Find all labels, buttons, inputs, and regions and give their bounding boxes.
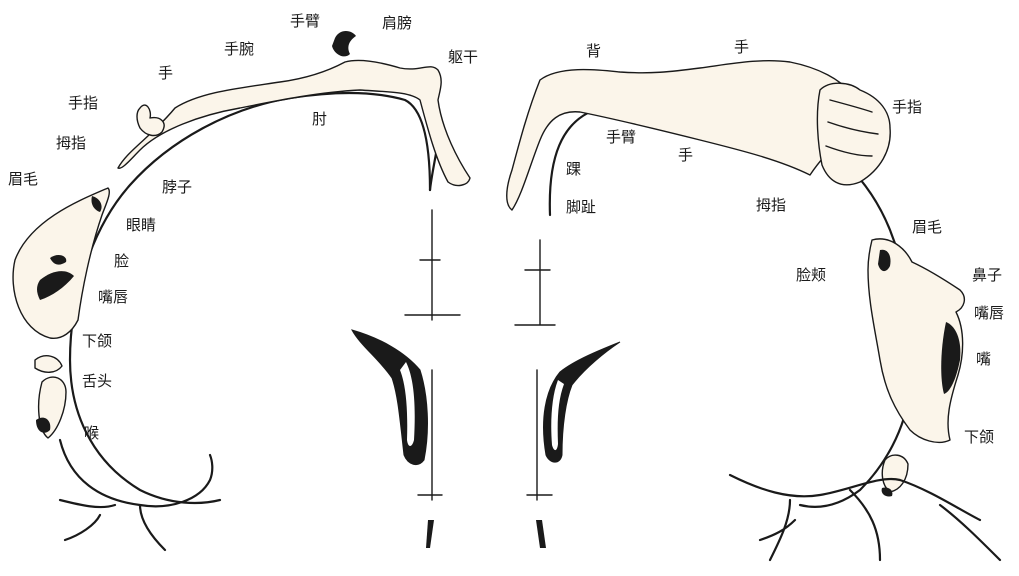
label-lips: 嘴唇 (98, 288, 128, 306)
label-shoulder: 肩膀 (382, 14, 412, 32)
label-jaw: 下颌 (82, 332, 112, 350)
label-back: 背 (586, 42, 601, 60)
left-jaw-figure (35, 356, 62, 373)
label-fingers: 手指 (68, 94, 98, 112)
label-eyebrow: 眉毛 (8, 170, 38, 188)
right-trunk-arm-figure (507, 61, 854, 210)
right-fingers-figure (817, 83, 890, 185)
label-eye: 眼睛 (126, 216, 156, 234)
right-hemisphere (507, 61, 1000, 560)
label-mouth: 嘴 (976, 350, 991, 368)
right-small-mark (536, 520, 546, 548)
left-fingers-figure (137, 105, 164, 135)
label-trunk: 躯干 (448, 48, 478, 66)
label-tongue: 舌头 (82, 372, 112, 390)
label-thumb-right: 拇指 (756, 196, 786, 214)
label-hand-top: 手 (734, 38, 749, 56)
left-ventricle (352, 330, 427, 465)
label-cheek: 脸颊 (796, 266, 826, 284)
label-upper-arm: 手臂 (290, 12, 320, 30)
label-jaw-right: 下颌 (964, 428, 994, 446)
right-jaw-figure (882, 455, 908, 492)
label-hand: 手 (158, 64, 173, 82)
label-hand-right: 手 (678, 146, 693, 164)
left-elbow-blob (332, 31, 356, 56)
label-nose: 鼻子 (972, 266, 1002, 284)
label-toes: 脚趾 (566, 198, 596, 216)
label-arm: 手臂 (606, 128, 636, 146)
label-wrist: 手腕 (224, 40, 254, 58)
left-lower-branch (60, 440, 212, 550)
label-fingers-right: 手指 (892, 98, 922, 116)
right-lower-branch (730, 475, 1000, 560)
label-lips-right: 嘴唇 (974, 304, 1004, 322)
label-ankle: 踝 (566, 160, 581, 178)
left-center-stem (405, 210, 460, 320)
label-throat: 喉 (84, 424, 99, 442)
label-eyebrow-right: 眉毛 (912, 218, 942, 236)
label-thumb: 拇指 (56, 134, 86, 152)
right-center-stem (515, 240, 555, 325)
label-elbow: 肘 (312, 110, 327, 128)
label-neck: 脖子 (162, 178, 192, 196)
left-small-mark (426, 520, 434, 548)
label-face: 脸 (114, 252, 129, 270)
